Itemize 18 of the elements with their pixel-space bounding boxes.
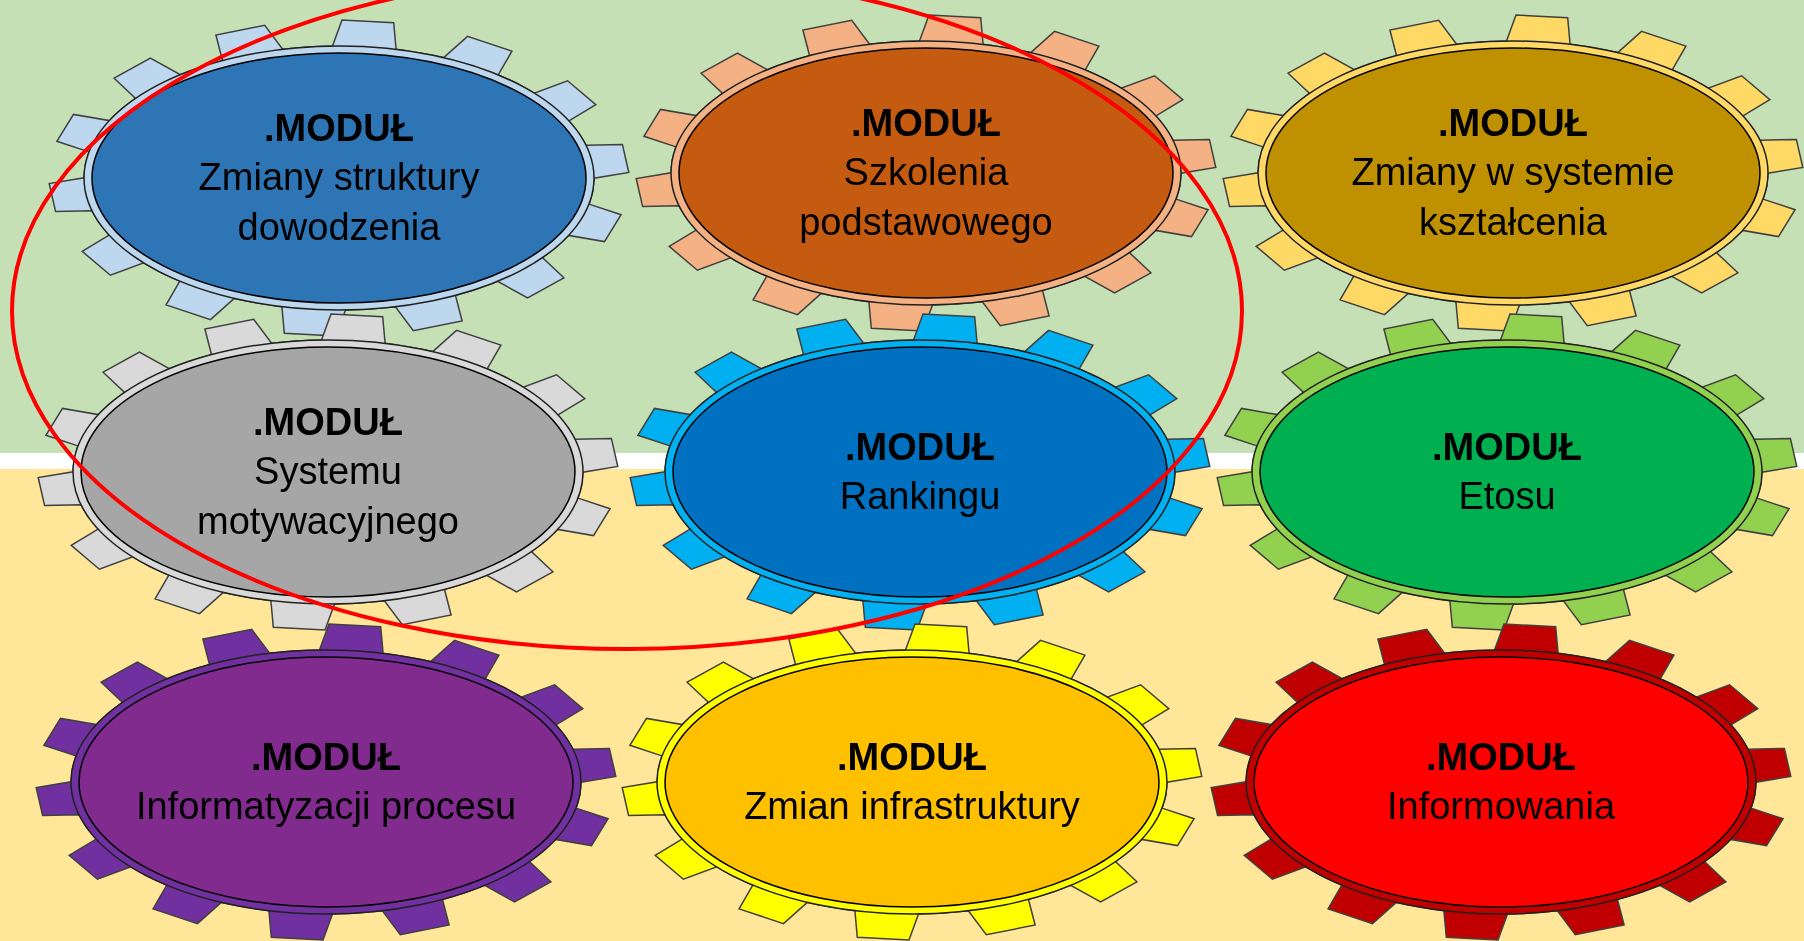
module-name: Systemu motywacyjnego (196, 449, 460, 544)
module-heading: .MODUŁ (845, 425, 995, 470)
module-heading: .MODUŁ (851, 101, 1001, 146)
module-name: Szkolenia podstawowego (798, 150, 1054, 245)
module-heading: .MODUŁ (251, 735, 401, 780)
module-heading: .MODUŁ (837, 735, 987, 780)
module-name: Zmiany w systemie kształcenia (1350, 150, 1676, 245)
module-name: Informowania (1386, 784, 1616, 829)
module-name: Rankingu (839, 474, 1001, 519)
module-name: Etosu (1458, 474, 1556, 519)
module-heading: .MODUŁ (1426, 735, 1576, 780)
module-heading: .MODUŁ (1432, 425, 1582, 470)
module-name: Informatyzacji procesu (135, 784, 517, 829)
module-name: Zmian infrastruktury (744, 784, 1080, 829)
module-name: Zmiany struktury dowodzenia (197, 155, 481, 250)
module-heading: .MODUŁ (264, 106, 414, 151)
module-heading: .MODUŁ (253, 400, 403, 445)
module-heading: .MODUŁ (1438, 101, 1588, 146)
